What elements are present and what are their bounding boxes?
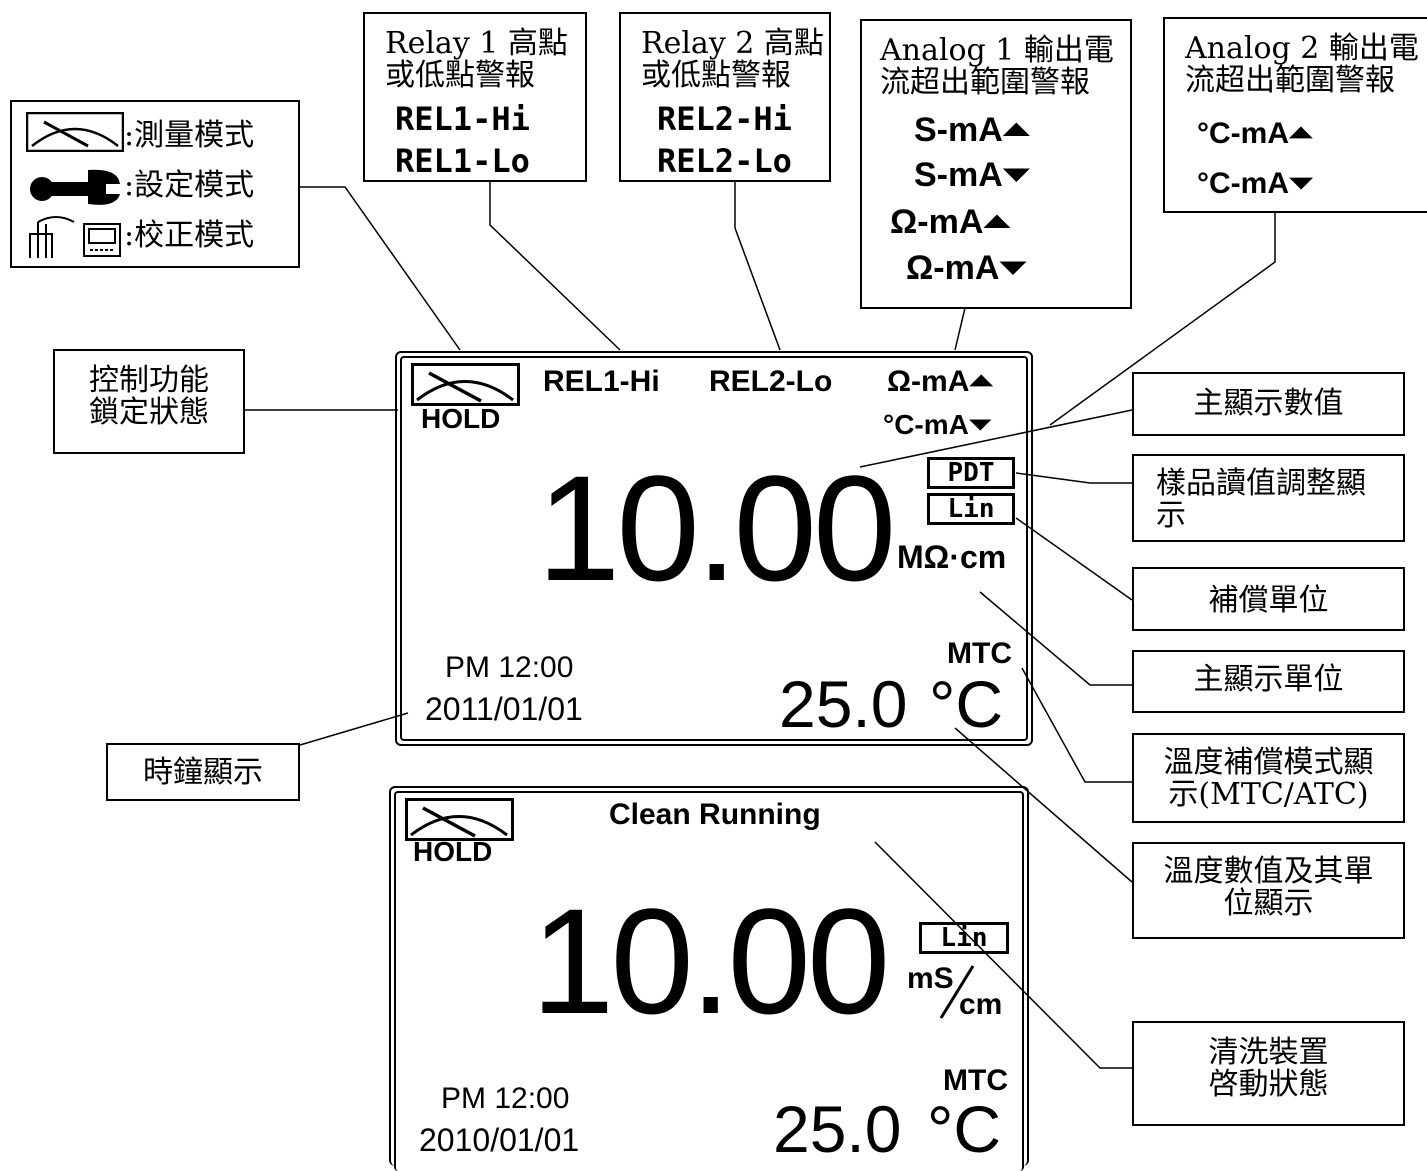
comp-unit-label: 補償單位 (1208, 583, 1329, 618)
over-range-icon: ⏶ (983, 203, 1011, 241)
under-range-icon: ⏷ (999, 249, 1027, 287)
analog2-indicator: °C-mA⏷ (883, 409, 992, 440)
pdt-callout: 樣品讀值調整顯 示 (1132, 454, 1405, 542)
analog1-indicator: Ω-mA⏶ (887, 365, 994, 398)
main-value-display: 10.00 (537, 444, 896, 612)
temperature-value: 25.0 (773, 1092, 902, 1166)
clock-label: 時鐘顯示 (143, 755, 263, 790)
mode-legend-box: :測量模式 :設定模式 :校正模式 (10, 100, 300, 268)
over-range-icon: ⏶ (969, 365, 994, 398)
relay1-lo-text: REL1-Lo (395, 142, 530, 180)
gauge-icon (411, 363, 520, 406)
analog2-item-1: °C-mA⏶ (1197, 117, 1313, 150)
hold-indicator: HOLD (413, 836, 493, 867)
clock-time: PM 12:00 (445, 651, 574, 684)
relay1-indicator: REL1-Hi (543, 365, 660, 398)
main-value-label: 主顯示數值 (1193, 386, 1344, 421)
relay1-title-line1: Relay 1 高點 (385, 26, 568, 61)
unit-numerator: mS (907, 962, 954, 995)
fraction-slash-icon (939, 965, 975, 1019)
clean-status-callout: 清洗裝置 啓動狀態 (1132, 1021, 1405, 1126)
main-unit-label: 主顯示單位 (1193, 662, 1344, 697)
comp-unit-callout: 補償單位 (1132, 567, 1405, 631)
clock-time: PM 12:00 (441, 1082, 570, 1115)
lcd-screen-clean: HOLD Clean Running Lin 10.00 mS cm PM 12… (389, 786, 1029, 1171)
main-value-display: 10.00 (531, 877, 890, 1045)
relay1-hi-text: REL1-Hi (395, 100, 530, 138)
analog1-item-3: Ω-mA⏶ (890, 203, 1011, 241)
analog1-item-4: Ω-mA⏷ (906, 249, 1027, 287)
temperature-line1: 溫度數值及其單 (1163, 854, 1374, 889)
analog2-title-line2: 流超出範圍警報 (1185, 63, 1395, 98)
relay2-indicator: REL2-Lo (709, 365, 833, 398)
under-range-icon: ⏷ (1002, 156, 1030, 194)
temperature-callout: 溫度數值及其單 位顯示 (1132, 842, 1405, 939)
relay2-callout: Relay 2 高點 或低點警報 REL2-Hi REL2-Lo (619, 12, 831, 182)
analog1-callout: Analog 1 輸出電 流超出範圍警報 S-mA⏶ S-mA⏷ Ω-mA⏶ Ω… (860, 19, 1132, 309)
hold-indicator: HOLD (421, 403, 501, 434)
setting-mode-label: :設定模式 (124, 168, 255, 203)
tc-mode-indicator: MTC (947, 637, 1012, 670)
tc-mode-line1: 溫度補償模式顯 (1163, 745, 1374, 780)
analog2-callout: Analog 2 輸出電 流超出範圍警報 °C-mA⏶ °C-mA⏷ (1163, 17, 1427, 213)
clock-date: 2011/01/01 (425, 691, 583, 727)
relay1-title-line2: 或低點警報 (385, 58, 535, 93)
gauge-icon (26, 112, 124, 152)
main-unit-callout: 主顯示單位 (1132, 650, 1405, 713)
gauge-icon (405, 798, 514, 841)
over-range-icon: ⏶ (1002, 111, 1030, 149)
temperature-unit: °C (929, 667, 1004, 741)
wrench-icon (30, 169, 120, 205)
clock-date: 2010/01/01 (419, 1122, 580, 1158)
clean-running-status: Clean Running (609, 798, 821, 831)
over-range-icon: ⏶ (1289, 117, 1313, 150)
unit-denominator: cm (959, 988, 1003, 1021)
relay2-title-line2: 或低點警報 (641, 58, 791, 93)
analog1-item-2: S-mA⏷ (914, 156, 1030, 194)
analog1-title-line2: 流超出範圍警報 (880, 65, 1090, 100)
clock-callout: 時鐘顯示 (106, 743, 300, 801)
lock-status-callout: 控制功能 鎖定狀態 (53, 349, 245, 454)
lcd-screen-measure: HOLD REL1-Hi REL2-Lo Ω-mA⏶ °C-mA⏷ PDT Li… (395, 351, 1033, 746)
pdt-line1: 樣品讀值調整顯 (1156, 466, 1366, 501)
pdt-line2: 示 (1156, 498, 1186, 533)
main-unit-display: MΩ·cm (897, 539, 1007, 575)
lock-line1: 控制功能 (89, 363, 209, 398)
relay2-hi-text: REL2-Hi (657, 100, 792, 138)
pdt-indicator: PDT (927, 457, 1015, 489)
calibration-mode-label: :校正模式 (124, 218, 255, 253)
analog2-title-line1: Analog 2 輸出電 (1185, 31, 1419, 66)
analog1-title-line1: Analog 1 輸出電 (880, 33, 1114, 68)
clean-line1: 清洗裝置 (1208, 1035, 1329, 1070)
under-range-icon: ⏷ (1289, 167, 1313, 200)
clean-line2: 啓動狀態 (1208, 1067, 1329, 1102)
calibration-icon (29, 216, 121, 258)
analog2-item-2: °C-mA⏷ (1197, 167, 1313, 200)
relay1-callout: Relay 1 高點 或低點警報 REL1-Hi REL1-Lo (363, 12, 587, 182)
temperature-line2: 位顯示 (1223, 886, 1314, 921)
tc-mode-indicator: MTC (943, 1064, 1008, 1097)
lin-indicator: Lin (919, 922, 1009, 954)
measure-mode-label: :測量模式 (124, 118, 255, 153)
analog1-item-1: S-mA⏶ (914, 111, 1030, 149)
temperature-unit: °C (927, 1092, 1002, 1166)
under-range-icon: ⏷ (968, 409, 992, 440)
lin-indicator: Lin (927, 493, 1015, 525)
temperature-value: 25.0 (779, 667, 908, 741)
main-value-callout: 主顯示數值 (1132, 372, 1405, 436)
tc-mode-line2: 示(MTC/ATC) (1168, 777, 1369, 812)
tc-mode-callout: 溫度補償模式顯 示(MTC/ATC) (1132, 733, 1405, 823)
relay2-title-line1: Relay 2 高點 (641, 26, 824, 61)
lock-line2: 鎖定狀態 (89, 395, 209, 430)
relay2-lo-text: REL2-Lo (657, 142, 792, 180)
